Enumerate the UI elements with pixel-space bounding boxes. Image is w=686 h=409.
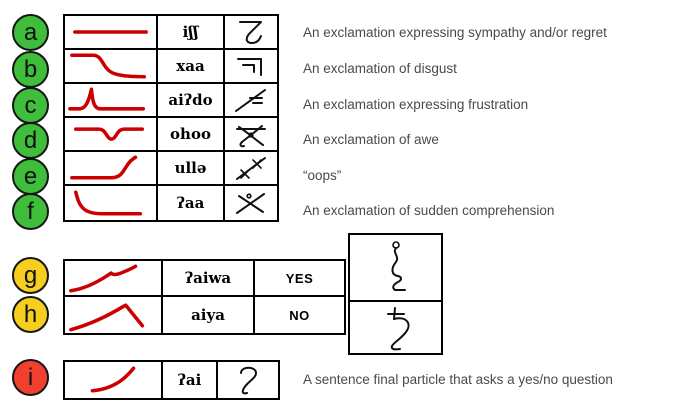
badge-f: f <box>12 193 49 230</box>
phonetic-cell-e: ullə <box>158 152 225 186</box>
contour-cell-d <box>65 118 158 152</box>
badge-a: a <box>12 14 49 51</box>
crossed-x-script-icon <box>236 193 265 214</box>
glyph-cell-c <box>225 84 277 118</box>
contour-cell-f <box>65 186 158 220</box>
phonetic-cell-f: ʔaa <box>158 186 225 220</box>
slash-double-cross-script-icon <box>236 157 266 180</box>
pitch-contour-late-rise-icon <box>70 155 138 180</box>
badge-a-letter: a <box>23 18 38 46</box>
question-particle-table: ʔai <box>63 360 280 400</box>
phonetic-e: ullə <box>174 159 207 177</box>
phonetic-cell-h: aiya <box>163 297 255 333</box>
yes-no-table: ʔaiwa YES aiya NO <box>63 259 346 335</box>
pitch-contour-early-fall-icon <box>74 190 143 216</box>
description-c: An exclamation expressing frustration <box>303 97 529 112</box>
contour-cell-i <box>65 362 163 398</box>
badge-g-letter: g <box>23 261 38 289</box>
badge-i: i <box>12 359 49 396</box>
contour-cell-a <box>65 16 158 50</box>
badge-b: b <box>12 51 49 88</box>
phonetic-cell-b: xaa <box>158 50 225 84</box>
description-f: An exclamation of sudden comprehension <box>303 203 555 218</box>
badge-h-letter: h <box>23 300 38 328</box>
question-particle-script-icon <box>240 366 257 395</box>
phonetic-f: ʔaa <box>176 194 205 212</box>
phonetic-a: iʃʃ <box>182 23 199 41</box>
phonetic-d: ohoo <box>170 125 211 143</box>
rising-slash-dashes-script-icon <box>235 89 266 112</box>
answer-yes: YES <box>285 270 314 286</box>
pitch-contour-rise-icon <box>90 366 136 393</box>
glyph-cell-g <box>350 235 441 302</box>
description-e: “oops” <box>303 168 342 183</box>
phonetic-c: aiʔdo <box>168 91 213 109</box>
contour-cell-e <box>65 152 158 186</box>
phonetic-i: ʔai <box>177 371 202 389</box>
badge-g: g <box>12 257 49 294</box>
badge-e: e <box>12 158 49 195</box>
glyph-cell-a <box>225 16 277 50</box>
badge-c: c <box>12 87 49 124</box>
contour-cell-b <box>65 50 158 84</box>
phonetic-g: ʔaiwa <box>184 269 232 287</box>
badge-d: d <box>12 122 49 159</box>
badge-d-letter: d <box>23 126 38 154</box>
description-b: An exclamation of disgust <box>303 61 457 76</box>
phonetic-cell-c: aiʔdo <box>158 84 225 118</box>
pitch-contour-rise-step-icon <box>69 264 138 293</box>
pitch-contour-level-icon <box>73 30 148 34</box>
z-curl-script-icon <box>239 21 262 44</box>
phonetic-cell-d: ohoo <box>158 118 225 152</box>
description-i: A sentence final particle that asks a ye… <box>303 372 613 387</box>
glyph-cell-d <box>225 118 277 152</box>
pitch-contour-rise-fall-icon <box>69 303 145 332</box>
contour-cell-c <box>65 84 158 118</box>
crossed-chi-script-icon <box>236 125 266 148</box>
phonetic-cell-a: iʃʃ <box>158 16 225 50</box>
answer-no: NO <box>289 307 310 323</box>
contour-cell-g <box>65 261 163 297</box>
nested-corner-script-icon <box>237 58 262 76</box>
badge-c-letter: c <box>24 91 37 119</box>
badge-e-letter: e <box>23 162 38 190</box>
answer-cell-h: NO <box>255 297 344 333</box>
badge-f-letter: f <box>27 197 34 225</box>
glyph-cell-i <box>218 362 278 398</box>
vertical-squiggle-script-icon <box>391 241 406 291</box>
script-glyph-box <box>348 233 443 355</box>
badge-i-letter: i <box>27 363 34 391</box>
phonetic-cell-i: ʔai <box>163 362 218 398</box>
pitch-contour-fall-icon <box>70 53 147 79</box>
crossed-hook-script-icon <box>387 307 410 351</box>
glyph-cell-f <box>225 186 277 220</box>
phonetic-cell-g: ʔaiwa <box>163 261 255 297</box>
glyph-cell-h <box>350 302 441 353</box>
glyph-cell-b <box>225 50 277 84</box>
description-a: An exclamation expressing sympathy and/o… <box>303 25 607 40</box>
phonetic-b: xaa <box>176 57 205 75</box>
pitch-contour-spike-icon <box>68 87 146 111</box>
exclamations-table: iʃʃ xaa aiʔdo ohoo <box>63 14 279 222</box>
badge-b-letter: b <box>23 55 38 83</box>
glyph-cell-e <box>225 152 277 186</box>
phonetic-h: aiya <box>191 306 225 324</box>
description-d: An exclamation of awe <box>303 132 439 147</box>
contour-cell-h <box>65 297 163 333</box>
badge-h: h <box>12 296 49 333</box>
answer-cell-g: YES <box>255 261 344 297</box>
pitch-contour-dip-icon <box>74 127 145 141</box>
